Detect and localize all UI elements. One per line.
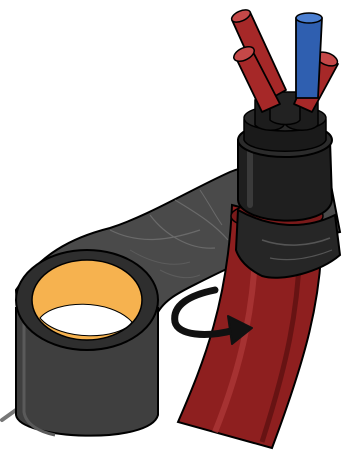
blue-conductor bbox=[296, 13, 322, 98]
wire-stub bbox=[2, 410, 16, 420]
black-heat-shrink-cap bbox=[238, 92, 332, 221]
dark-gray-sleeve bbox=[16, 250, 158, 436]
